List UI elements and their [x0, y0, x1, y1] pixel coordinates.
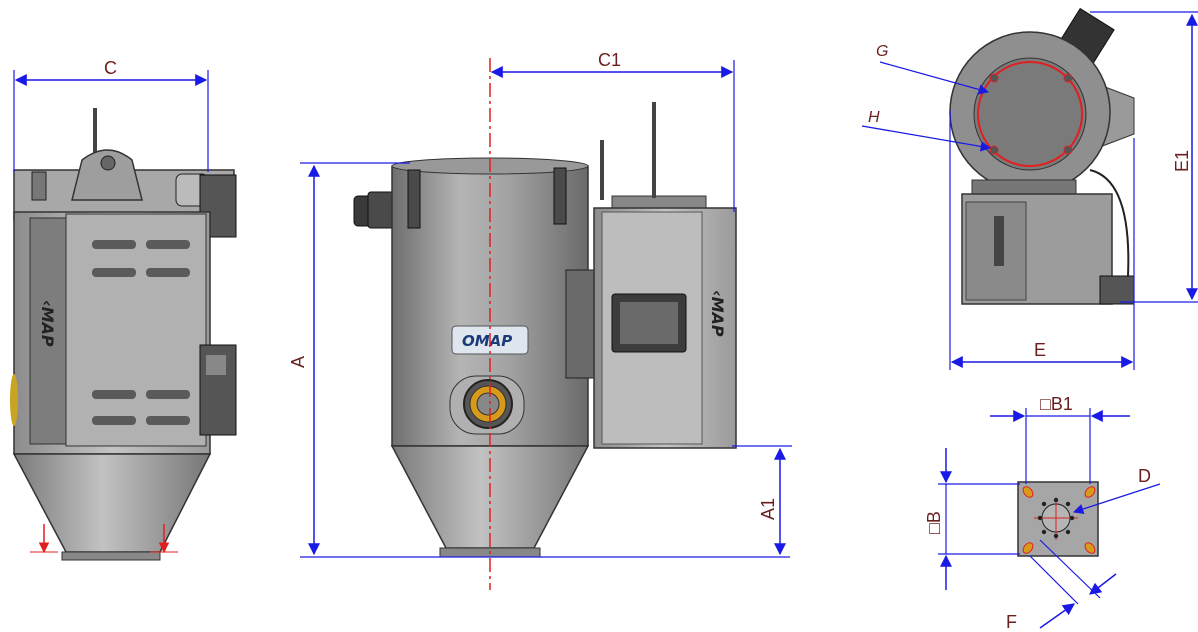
side-view-logo: ‹MAP: [38, 300, 57, 347]
label-g: G: [876, 43, 888, 60]
front-view: OMAP ‹MAP: [353, 102, 737, 558]
side-view: ‹MAP: [10, 108, 237, 561]
label-a: A: [288, 356, 308, 368]
dimension-c1: C1: [490, 50, 735, 212]
label-h: H: [868, 109, 880, 126]
label-b1: □B1: [1040, 394, 1073, 414]
dimension-a: A: [288, 162, 790, 558]
leader-g: G: [876, 43, 990, 95]
top-view: [949, 7, 1135, 305]
flange-view: [1017, 481, 1099, 557]
dimension-c: C: [13, 58, 209, 172]
label-b: □B: [924, 511, 944, 534]
dimension-e1: E1: [1090, 11, 1198, 303]
label-a1: A1: [758, 498, 778, 520]
leader-d: D: [1073, 466, 1161, 515]
label-e1: E1: [1172, 150, 1192, 172]
label-c: C: [104, 58, 117, 78]
dimension-e: E: [949, 110, 1135, 370]
label-d: D: [1138, 466, 1151, 486]
label-e: E: [1034, 340, 1046, 360]
dimension-a1: A1: [732, 445, 792, 556]
label-f: F: [1006, 612, 1017, 632]
cabinet-logo: ‹MAP: [708, 290, 727, 337]
leader-h: H: [861, 109, 992, 152]
front-view-logo: OMAP: [462, 332, 512, 350]
dimension-f: F: [1006, 539, 1117, 632]
dimension-b1: □B1: [990, 394, 1130, 484]
label-c1: C1: [598, 50, 621, 70]
dimension-b: □B: [924, 448, 1020, 590]
